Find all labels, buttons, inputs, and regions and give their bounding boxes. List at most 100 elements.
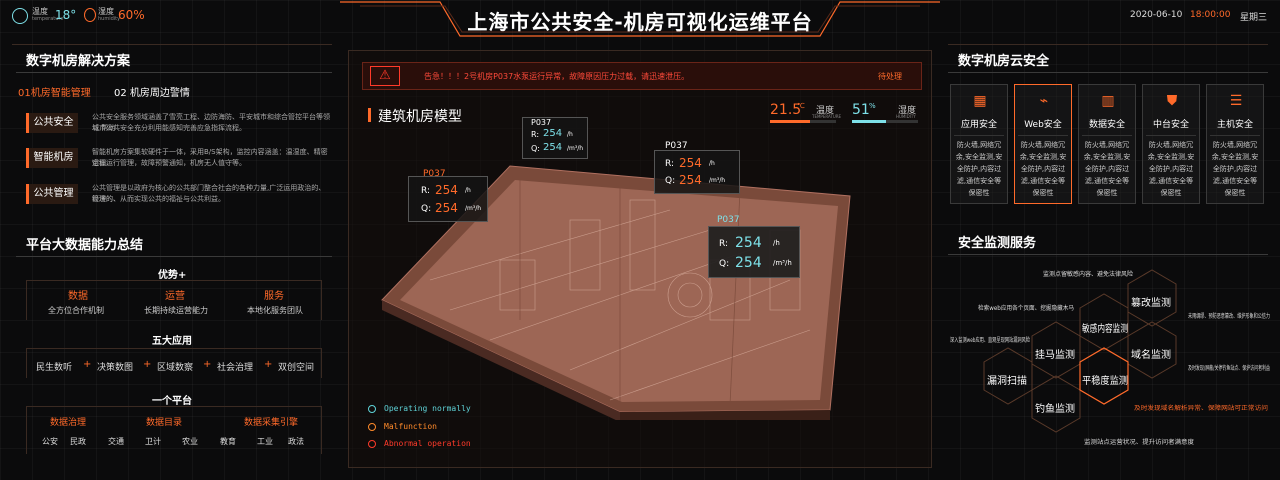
alert-bar[interactable] xyxy=(362,62,922,90)
model-temp-unit: ℃ xyxy=(797,102,805,110)
advantage-data: 数据 xyxy=(68,291,88,302)
popup-4-r: 254 xyxy=(735,235,762,251)
popup-1-r: 254 xyxy=(543,128,563,139)
card-app-security[interactable]: ▦ 应用安全 防火墙,网络冗余,安全监测,安全防护,内容过滤,通信安全等保密性 xyxy=(950,84,1008,204)
app-decision: 决策数图 xyxy=(97,363,134,373)
cloud-security-divider xyxy=(948,72,1268,73)
note-trojan: 检索web应用各个页面、挖掘隐藏木马 xyxy=(978,304,1074,312)
popup-4-q: 254 xyxy=(735,255,762,271)
model-temp-label: 温度 xyxy=(816,106,835,116)
advantage-ops-desc: 长期持续运营能力 xyxy=(144,306,208,315)
app-region: 区域数察 xyxy=(157,363,194,373)
card-data-security-desc: 防火墙,网络冗余,安全监测,安全防护,内容过滤,通信安全等保密性 xyxy=(1082,135,1132,199)
apps-frame xyxy=(26,348,322,378)
tab-surrounding-alerts[interactable]: 02 机房周边警情 xyxy=(114,88,190,99)
capability-title: 平台大数据能力总结 xyxy=(26,238,144,253)
legend-malfunction-icon xyxy=(368,423,376,431)
popup-pump-3[interactable]: P037 R: 254 /h Q: 254 /m³/h xyxy=(654,141,740,194)
thermometer-icon xyxy=(12,8,28,24)
popup-2-q-label: Q: xyxy=(421,204,432,214)
bar-chart-icon: ▥ xyxy=(1101,93,1115,109)
app-innovation: 双创空间 xyxy=(278,363,315,373)
popup-3-r: 254 xyxy=(679,156,702,170)
platform-sub-police: 公安 xyxy=(42,437,58,446)
advantage-service: 服务 xyxy=(264,291,284,302)
header-time: 18:00:00 xyxy=(1190,10,1231,20)
card-host-security-label: 主机安全 xyxy=(1216,120,1253,130)
card-web-security[interactable]: ⌁ Web安全 防火墙,网络冗余,安全监测,安全防护,内容过滤,通信安全等保密性 xyxy=(1014,84,1072,204)
popup-4-id: P037 xyxy=(717,215,740,225)
model-hum-sub: HUMIDITY xyxy=(896,114,916,119)
temperature-label: 温度 xyxy=(32,7,48,16)
popup-pump-1[interactable]: P037 R: 254 /h Q: 254 /m³/h xyxy=(522,117,588,159)
legend-normal: Operating normally xyxy=(384,404,471,413)
model-hum-value: 51 xyxy=(852,102,870,118)
platform-sub-civil: 民政 xyxy=(70,437,86,446)
hex-stability[interactable]: 平稳度监测 xyxy=(1082,374,1128,387)
smart-room-desc-2: 远程运行管理，故障预警通知，机房无人值守等。 xyxy=(92,159,246,167)
advantage-title: 优势+ xyxy=(158,270,187,281)
advantage-ops: 运营 xyxy=(165,291,185,302)
advantage-data-desc: 全方位合作机制 xyxy=(48,306,104,315)
smart-room-desc-1: 智能机房方案集软硬件于一体，采用B/S架构，监控内容涵盖：温湿度、精密空调、 xyxy=(92,148,328,167)
warning-icon: ⚠ xyxy=(370,66,400,86)
tag-public-management: 公共管理 xyxy=(26,184,78,204)
solutions-title: 数字机房解决方案 xyxy=(26,54,131,69)
temperature-sub: temperature xyxy=(32,16,64,22)
card-web-security-desc: 防火墙,网络冗余,安全监测,安全防护,内容过滤,通信安全等保密性 xyxy=(1018,135,1068,199)
model-title: 建筑机房模型 xyxy=(378,109,462,125)
server-icon: ☰ xyxy=(1229,93,1243,109)
alert-status[interactable]: 待处理 xyxy=(878,72,902,81)
building-model[interactable] xyxy=(370,130,890,420)
tab-smart-management[interactable]: 01机房智能管理 xyxy=(18,88,91,99)
card-host-security-desc: 防火墙,网络冗余,安全监测,安全防护,内容过滤,通信安全等保密性 xyxy=(1210,135,1260,199)
card-app-security-desc: 防火墙,网络冗余,安全监测,安全防护,内容过滤,通信安全等保密性 xyxy=(954,135,1004,199)
card-host-security[interactable]: ☰ 主机安全 防火墙,网络冗余,安全监测,安全防护,内容过滤,通信安全等保密性 xyxy=(1206,84,1264,204)
app-livelihood: 民生数听 xyxy=(36,363,73,373)
hum-bar xyxy=(852,120,918,123)
hex-trojan[interactable]: 挂马监测 xyxy=(1035,348,1075,361)
platform-catalog: 数据目录 xyxy=(146,418,183,428)
popup-1-q: 254 xyxy=(543,142,563,153)
popup-1-r-label: R: xyxy=(531,130,540,139)
card-middle-security[interactable]: ⛊ 中台安全 防火墙,网络冗余,安全监测,安全防护,内容过滤,通信安全等保密性 xyxy=(1142,84,1200,204)
legend-abnormal-icon xyxy=(368,440,376,448)
popup-4-r-label: R: xyxy=(719,239,729,249)
card-web-security-label: Web安全 xyxy=(1024,120,1062,130)
header-weekday: 星期三 xyxy=(1240,13,1268,23)
card-data-security[interactable]: ▥ 数据安全 防火墙,网络冗余,安全监测,安全防护,内容过滤,通信安全等保密性 xyxy=(1078,84,1136,204)
hex-domain[interactable]: 域名监测 xyxy=(1131,348,1171,361)
hex-sensitive[interactable]: 敏感内容监测 xyxy=(1082,322,1128,335)
apps-title: 五大应用 xyxy=(152,336,192,347)
public-management-desc-2: 管理的、从而实现公共的福祉与公共利益。 xyxy=(92,195,225,203)
popup-2-q: 254 xyxy=(435,201,458,215)
popup-2-id: P037 xyxy=(423,169,446,179)
popup-pump-2[interactable]: P037 R: 254 /h Q: 254 /m³/h xyxy=(408,169,488,222)
popup-1-r-unit: /h xyxy=(567,131,573,138)
hex-vuln-scan[interactable]: 漏洞扫描 xyxy=(987,374,1027,387)
note-web-vuln: 深入监测web应用、直观呈现网站漏洞风险 xyxy=(950,336,1030,344)
popup-2-r-unit: /h xyxy=(465,187,471,194)
legend-normal-icon xyxy=(368,405,376,413)
popup-3-q-label: Q: xyxy=(665,176,676,186)
card-middle-security-desc: 防火墙,网络冗余,安全监测,安全防护,内容过滤,通信安全等保密性 xyxy=(1146,135,1196,199)
popup-3-r-label: R: xyxy=(665,159,675,169)
alert-text: 告急！！！2号机房P037水泵运行异常，故障原因压力过载，请迅速泄压。 xyxy=(424,72,690,81)
card-data-security-label: 数据安全 xyxy=(1088,120,1125,130)
humidity-label: 湿度 xyxy=(98,7,114,16)
note-domain: 及时发现域名解析异常、保障网站可正常访问 xyxy=(1134,404,1268,412)
monitor-title: 安全监测服务 xyxy=(958,236,1037,251)
monitor-hex-map: 篡改监测 敏感内容监测 域名监测 挂马监测 漏洞扫描 平稳度监测 钓鱼监测 监测… xyxy=(950,269,1270,446)
tag-public-safety: 公共安全 xyxy=(26,113,78,133)
popup-4-r-unit: /h xyxy=(773,239,780,247)
hex-tamper[interactable]: 篡改监测 xyxy=(1131,296,1171,309)
popup-4-q-unit: /m³/h xyxy=(773,259,792,267)
plus-icon: + xyxy=(203,359,212,370)
popup-pump-4[interactable]: P037 R: 254 /h Q: 254 /m³/h xyxy=(708,215,800,278)
hex-phishing[interactable]: 钓鱼监测 xyxy=(1035,402,1075,415)
model-hum-unit: % xyxy=(869,102,876,110)
popup-4-q-label: Q: xyxy=(719,259,730,269)
note-phishing: 及时发现/屏蔽/关停钓鱼站点、保护访问者利益 xyxy=(1188,364,1270,372)
legend-abnormal: Abnormal operation xyxy=(384,439,471,448)
platform-frame xyxy=(26,406,322,454)
